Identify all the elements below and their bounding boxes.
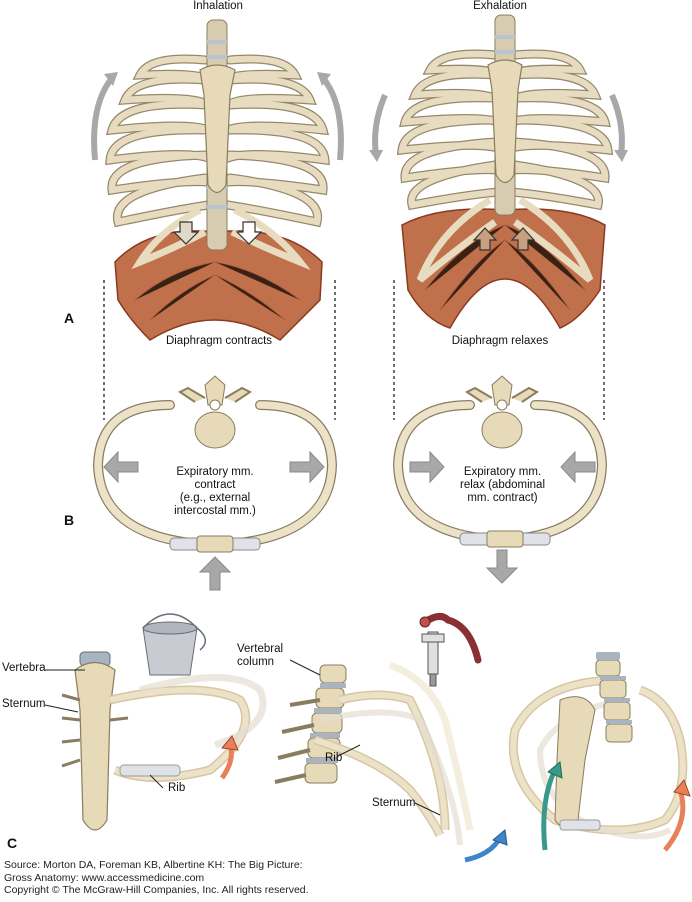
diaphragm-contracted: [114, 230, 323, 341]
source-line: Gross Anatomy: www.accessmedicine.com: [4, 871, 205, 884]
sternum-a-left: [199, 64, 236, 194]
text-line: (e.g., external: [179, 492, 251, 504]
sternum-label-middle: Sternum: [372, 797, 416, 809]
rib-section-inhalation: [92, 375, 338, 591]
exhalation-header: Exhalation: [473, 0, 527, 12]
leader-lines: [44, 659, 441, 816]
expiratory-contract-text: Expiratory mm. contract (e.g., external …: [150, 466, 280, 518]
ribcage-inhalation: [91, 19, 344, 341]
copyright-line: Copyright © The McGraw-Hill Companies, I…: [4, 884, 309, 896]
rib-label-left: Rib: [168, 782, 186, 794]
text-line: column: [237, 656, 275, 668]
vertebra-label: Vertebra: [2, 662, 46, 674]
diaphragm-contracts-caption: Diaphragm contracts: [165, 335, 273, 347]
text-line: relax (abdominal: [459, 479, 545, 491]
source-citation: Source: Morton DA, Foreman KB, Albertine…: [4, 859, 309, 897]
text-line: intercostal mm.): [174, 505, 256, 517]
text-line: contract: [194, 479, 236, 491]
source-line: Source: Morton DA, Foreman KB, Albertine…: [4, 859, 303, 871]
text-line: mm. contract): [467, 492, 538, 504]
expiratory-relax-text: Expiratory mm. relax (abdominal mm. cont…: [435, 466, 570, 505]
panel-label-b: B: [64, 512, 75, 528]
rib-section-exhalation: [392, 375, 608, 584]
ribcage-exhalation: [369, 14, 628, 329]
dashed-guides: [103, 280, 605, 420]
text-line: Vertebral: [237, 643, 284, 655]
rib-label-middle: Rib: [325, 752, 343, 764]
sternum-label-left: Sternum: [2, 698, 46, 710]
panel-label-a: A: [64, 310, 75, 326]
bucket-handle-model: [61, 613, 267, 831]
vertebral-column-label: Vertebral column: [237, 643, 283, 669]
inhalation-header: Inhalation: [193, 0, 243, 12]
sternum-a-right: [487, 59, 523, 184]
diaphragm-relaxed: [401, 208, 606, 329]
panel-label-c: C: [7, 835, 18, 851]
pump-handle-model: [274, 613, 508, 863]
diaphragm-relaxes-caption: Diaphragm relaxes: [451, 335, 549, 347]
text-line: Expiratory mm.: [463, 466, 542, 478]
text-line: Expiratory mm.: [176, 466, 254, 478]
combined-rib-motion: [508, 652, 691, 852]
